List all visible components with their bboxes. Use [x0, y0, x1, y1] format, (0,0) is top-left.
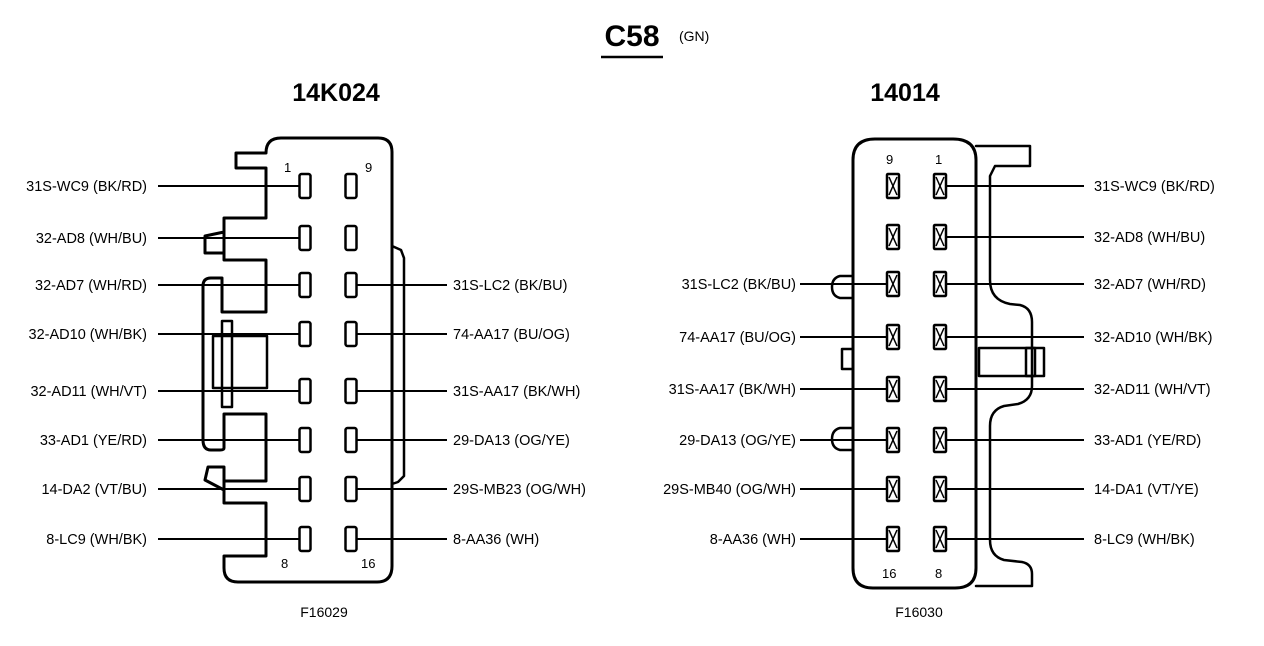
left-wire-label-11: 31S-LC2 (BK/BU): [453, 278, 567, 294]
left-wire-label-14: 29-DA13 (OG/YE): [453, 433, 570, 449]
left-wire-leads: 31S-WC9 (BK/RD) 32-AD8 (WH/BU) 32-AD7 (WH/…: [26, 179, 586, 548]
right-pin-cavity-7: [932, 475, 948, 503]
right-pin-cavity-2: [932, 223, 948, 251]
right-wire-label-1: 31S-WC9 (BK/RD): [1094, 179, 1215, 195]
left-pin-cavity-11: [344, 271, 358, 299]
left-pin-cavity-14: [344, 426, 358, 454]
right-pin-cavity-13: [885, 375, 901, 403]
left-wire-label-16: 8-AA36 (WH): [453, 532, 539, 548]
connector-id-title: C58: [604, 20, 659, 53]
left-wire-label-6: 33-AD1 (YE/RD): [40, 433, 147, 449]
right-pin-cavity-14: [885, 426, 901, 454]
left-wire-label-4: 32-AD10 (WH/BK): [29, 327, 147, 343]
right-pin-cavity-5: [932, 375, 948, 403]
right-wire-label-6: 33-AD1 (YE/RD): [1094, 433, 1201, 449]
right-figure-id: F16030: [895, 604, 943, 620]
left-connector-body: [201, 136, 394, 584]
left-pin-cavity-12: [344, 320, 358, 348]
left-pin-cavity-6: [298, 426, 312, 454]
left-pin-cavity-1: [298, 172, 312, 200]
right-wire-label-3: 32-AD7 (WH/RD): [1094, 277, 1206, 293]
right-pin-cavity-12: [885, 323, 901, 351]
left-pin-label-bottom-right: 16: [361, 556, 375, 571]
left-wire-label-13: 31S-AA17 (BK/WH): [453, 384, 580, 400]
right-pin-cavity-6: [932, 426, 948, 454]
right-connector-shroud: [974, 144, 1034, 588]
right-part-number: 14014: [870, 79, 940, 107]
right-wire-label-8: 8-LC9 (WH/BK): [1094, 532, 1195, 548]
right-wire-label-7: 14-DA1 (VT/YE): [1094, 482, 1199, 498]
left-pin-cavity-2: [298, 224, 312, 252]
right-pin-array: [885, 172, 948, 553]
left-latch-tab: [220, 319, 234, 409]
left-pin-label-top-left: 1: [284, 160, 291, 175]
left-wire-label-8: 8-LC9 (WH/BK): [46, 532, 147, 548]
right-wire-label-14: 29-DA13 (OG/YE): [679, 433, 796, 449]
left-side-rail: [390, 244, 406, 486]
right-wire-label-16: 8-AA36 (WH): [710, 532, 796, 548]
left-wire-label-15: 29S-MB23 (OG/WH): [453, 482, 586, 498]
right-pin-label-top-right: 1: [935, 152, 942, 167]
right-pin-cavity-9: [885, 172, 901, 200]
left-wire-label-12: 74-AA17 (BU/OG): [453, 327, 570, 343]
left-wire-label-3: 32-AD7 (WH/RD): [35, 278, 147, 294]
right-wire-label-5: 32-AD11 (WH/VT): [1094, 382, 1211, 398]
right-wire-label-13: 31S-AA17 (BK/WH): [669, 382, 796, 398]
right-pin-cavity-10: [885, 223, 901, 251]
right-wire-label-12: 74-AA17 (BU/OG): [679, 330, 796, 346]
left-pin-label-bottom-left: 8: [281, 556, 288, 571]
right-pin-label-bottom-left: 16: [882, 566, 896, 581]
left-pin-cavity-8: [298, 525, 312, 553]
right-connector-body: [851, 137, 978, 590]
left-wire-label-7: 14-DA2 (VT/BU): [41, 482, 147, 498]
right-wire-label-2: 32-AD8 (WH/BU): [1094, 230, 1205, 246]
right-body-bump-upper: [830, 274, 855, 300]
right-pin-label-top-left: 9: [886, 152, 893, 167]
right-wire-label-4: 32-AD10 (WH/BK): [1094, 330, 1212, 346]
left-part-number: 14K024: [292, 79, 380, 107]
left-wire-label-5: 32-AD11 (WH/VT): [30, 384, 147, 400]
left-latch-block: [211, 334, 269, 390]
left-figure-id: F16029: [300, 604, 348, 620]
left-pin-cavity-13: [344, 377, 358, 405]
connector-14014: 14014 9 1 16 8 31S-WC9 (BK/RD) 32-AD8 (WH…: [663, 79, 1215, 620]
left-pin-cavity-9: [344, 172, 358, 200]
connector-14k024: 14K024 1 9 8 16 31S-WC9 (BK/RD) 32-AD8 (W…: [26, 79, 586, 620]
left-pin-cavity-5: [298, 377, 312, 405]
right-pin-label-bottom-right: 8: [935, 566, 942, 581]
right-pin-cavity-11: [885, 270, 901, 298]
right-pin-cavity-4: [932, 323, 948, 351]
right-wire-label-11: 31S-LC2 (BK/BU): [682, 277, 796, 293]
left-pin-cavity-7: [298, 475, 312, 503]
right-pin-cavity-1: [932, 172, 948, 200]
left-pin-array: [298, 172, 358, 553]
left-pin-cavity-3: [298, 271, 312, 299]
left-pin-cavity-15: [344, 475, 358, 503]
right-pin-cavity-16: [885, 525, 901, 553]
left-wire-label-2: 32-AD8 (WH/BU): [36, 231, 147, 247]
left-wire-label-1: 31S-WC9 (BK/RD): [26, 179, 147, 195]
left-pin-cavity-4: [298, 320, 312, 348]
connector-color-code: (GN): [679, 28, 709, 44]
right-body-bump-middle: [840, 347, 855, 371]
right-wire-leads: 31S-WC9 (BK/RD) 32-AD8 (WH/BU) 31S-LC2 (BK…: [663, 179, 1215, 548]
right-lock-tab: [977, 346, 1037, 378]
left-pin-label-top-right: 9: [365, 160, 372, 175]
right-pin-cavity-3: [932, 270, 948, 298]
left-pin-cavity-16: [344, 525, 358, 553]
right-lock-tab-end: [1024, 346, 1046, 378]
right-pin-cavity-8: [932, 525, 948, 553]
left-pin-cavity-10: [344, 224, 358, 252]
right-pin-cavity-15: [885, 475, 901, 503]
right-wire-label-15: 29S-MB40 (OG/WH): [663, 482, 796, 498]
